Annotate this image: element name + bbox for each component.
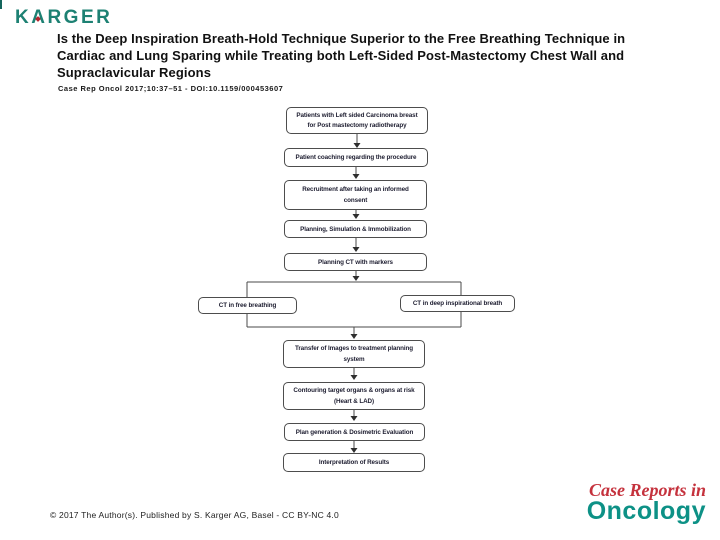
flow-box-text: Patients with Left sided Carcinoma breas…	[296, 111, 418, 119]
flow-box-text: Planning, Simulation & Immobilization	[300, 225, 411, 233]
flow-box-text: (Heart & LAD)	[334, 398, 374, 405]
flow-box-text: Transfer of Images to treatment planning	[294, 345, 414, 352]
flow-box-text: Planning CT with markers	[318, 258, 393, 266]
flow-box-ct-deep-inspirational: CT in deep inspirational breath	[400, 295, 515, 312]
journal-name-line1: Case Reports in	[588, 480, 706, 500]
flow-box-planning-ct: Planning CT with markers	[284, 253, 427, 271]
flow-box-text: Plan generation & Dosimetric Evaluation	[295, 428, 414, 436]
flow-box-text: consent	[343, 197, 368, 205]
flow-box-plan-generation: Plan generation & Dosimetric Evaluation	[284, 423, 425, 441]
copyright-text: © 2017 The Author(s). Published by S. Ka…	[50, 510, 339, 520]
page-title: Is the Deep Inspiration Breath-Hold Tech…	[57, 31, 625, 81]
flow-box-text: Interpretation of Results	[318, 459, 390, 466]
page-title-line: Cardiac and Lung Sparing while Treating …	[57, 47, 625, 63]
flow-box-text: system	[343, 356, 365, 363]
flow-box-transfer-images: Transfer of Images to treatment planning…	[283, 340, 425, 368]
flow-box-planning-simulation: Planning, Simulation & Immobilization	[284, 220, 427, 238]
flow-box-ct-free-breathing: CT in free breathing	[198, 297, 297, 314]
citation: Case Rep Oncol 2017;10:37–51 - DOI:10.11…	[58, 84, 284, 93]
page-title-line: Supraclavicular Regions	[57, 64, 212, 80]
flow-box-text: CT in free breathing	[218, 302, 277, 309]
flow-box-text: Contouring target organs & organs at ris…	[293, 387, 415, 394]
flow-box-recruitment: Recruitment after taking an informed con…	[284, 180, 427, 210]
flow-box-text: Recruitment after taking an informed	[302, 185, 409, 193]
flow-box-text: CT in deep inspirational breath	[412, 300, 503, 307]
journal-name-line2: Oncology	[586, 497, 706, 525]
flow-box-coaching: Patient coaching regarding the procedure	[284, 148, 428, 167]
karger-logo: KARGER	[15, 7, 112, 29]
karger-logo-text: KARGER	[15, 7, 113, 28]
corner-mark	[0, 0, 2, 9]
flow-box-text: Patient coaching regarding the procedure	[295, 154, 417, 161]
flow-box-interpretation: Interpretation of Results	[283, 453, 425, 472]
flow-box-text: for Post mastectomy radiotherapy	[307, 122, 407, 130]
page-title-line: Is the Deep Inspiration Breath-Hold Tech…	[57, 31, 626, 46]
journal-logo: Case Reports in Oncology	[587, 481, 706, 524]
flow-box-patients: Patients with Left sided Carcinoma breas…	[286, 107, 428, 134]
flow-box-contouring: Contouring target organs & organs at ris…	[283, 382, 425, 410]
